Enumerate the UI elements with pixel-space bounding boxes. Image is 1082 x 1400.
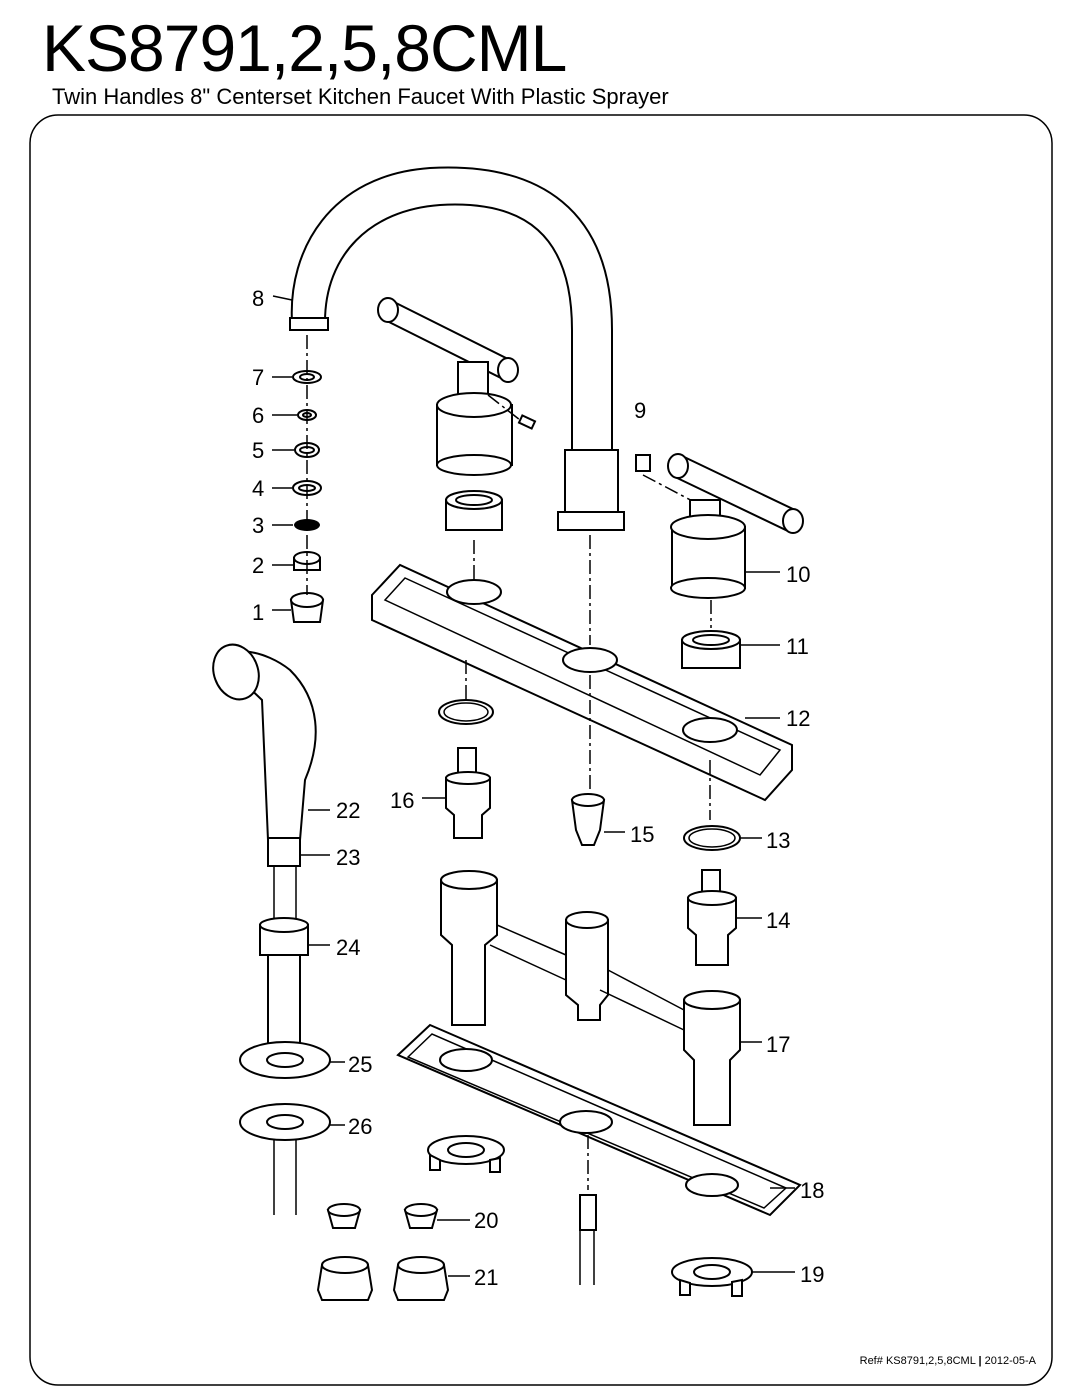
callout-21: 21 xyxy=(474,1265,498,1290)
callout-10: 10 xyxy=(786,562,810,587)
callout-11: 11 xyxy=(786,634,809,659)
part-right-handle xyxy=(667,453,804,599)
callout-7: 7 xyxy=(252,365,264,390)
callout-9: 9 xyxy=(634,398,646,423)
part-supply-hose xyxy=(579,1135,597,1285)
part-valve-body xyxy=(440,870,741,1126)
callout-23: 23 xyxy=(336,845,360,870)
callout-26: 26 xyxy=(348,1114,372,1139)
aerator-stack xyxy=(289,335,325,623)
part-coupling-cones xyxy=(326,1203,439,1229)
ref-revision: 2012-05-A xyxy=(984,1355,1036,1367)
callout-3: 3 xyxy=(252,513,264,538)
callout-5: 5 xyxy=(252,438,264,463)
callout-19: 19 xyxy=(800,1262,824,1287)
part-spout xyxy=(289,166,625,531)
callout-17: 17 xyxy=(766,1032,790,1057)
callout-4: 4 xyxy=(252,476,264,501)
part-spout-insert xyxy=(570,793,606,846)
callout-8: 8 xyxy=(252,286,264,311)
callout-22: 22 xyxy=(336,798,360,823)
callout-13: 13 xyxy=(766,828,790,853)
reference-footer: Ref# KS8791,2,5,8CML | 2012-05-A xyxy=(860,1354,1036,1368)
part-left-handle xyxy=(377,297,537,476)
callout-24: 24 xyxy=(336,935,360,960)
callout-12: 12 xyxy=(786,706,810,731)
part-left-mounting-nut xyxy=(427,1135,505,1173)
callout-6: 6 xyxy=(252,403,264,428)
part-left-bonnet xyxy=(445,490,503,580)
part-sprayer-assembly xyxy=(212,643,331,1215)
callout-25: 25 xyxy=(348,1052,372,1077)
part-left-o-ring xyxy=(438,699,494,725)
part-left-cartridge xyxy=(445,747,491,839)
part-top-deck-plate xyxy=(371,563,793,802)
model-title: KS8791,2,5,8CML xyxy=(42,11,567,85)
part-right-cartridge xyxy=(687,869,737,966)
product-description: Twin Handles 8" Centerset Kitchen Faucet… xyxy=(52,84,669,109)
ref-model: KS8791,2,5,8CML xyxy=(885,1355,976,1367)
part-set-screw xyxy=(635,454,651,472)
callout-18: 18 xyxy=(800,1178,824,1203)
callout-leaders xyxy=(272,295,795,1277)
callout-2: 2 xyxy=(252,553,264,578)
callout-20: 20 xyxy=(474,1208,498,1233)
diagram-frame xyxy=(29,114,1053,1386)
callout-16: 16 xyxy=(390,788,414,813)
callout-1: 1 xyxy=(252,600,264,625)
callout-15: 15 xyxy=(630,822,654,847)
ref-label: Ref# xyxy=(859,1355,883,1367)
part-bottom-gasket xyxy=(396,1023,802,1217)
ref-separator: | xyxy=(978,1355,982,1367)
callout-14: 14 xyxy=(766,908,790,933)
part-coupling-nuts xyxy=(316,1256,450,1301)
part-right-bonnet xyxy=(681,600,741,669)
part-right-mounting-nut xyxy=(671,1257,753,1297)
